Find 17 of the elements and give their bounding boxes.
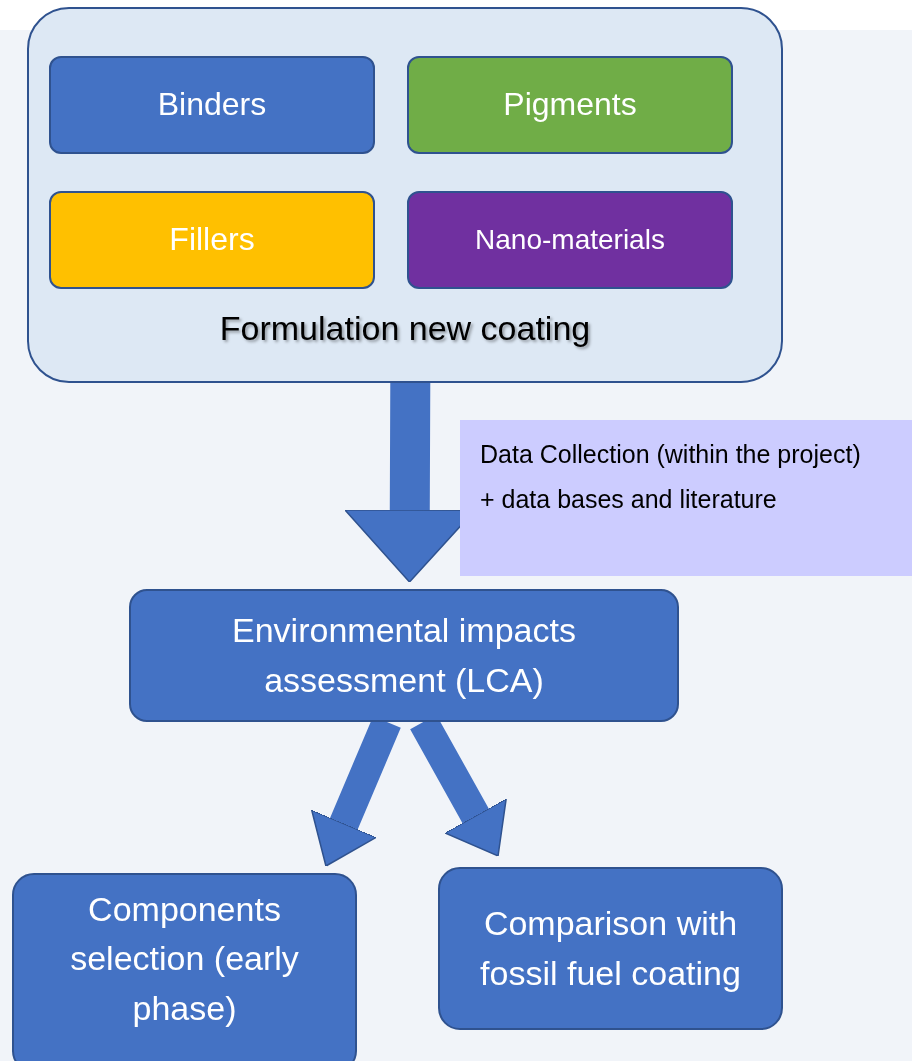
note-text: Data Collection (within the project) + data bases and literature xyxy=(460,420,912,576)
node-label: Pigments xyxy=(502,85,638,125)
result-box xyxy=(438,867,783,1030)
node-label: Binders xyxy=(156,85,268,125)
group-container xyxy=(27,7,783,383)
node-label: Comparison with fossil fuel coating xyxy=(479,903,742,994)
component-box xyxy=(407,56,733,154)
node-label: Fillers xyxy=(168,220,256,260)
group-title: Formulation new coating xyxy=(218,307,592,349)
component-box xyxy=(407,191,733,289)
result-box xyxy=(12,873,357,1061)
node-label: Nano-materials xyxy=(474,222,666,257)
component-box xyxy=(49,56,375,154)
component-box xyxy=(49,191,375,289)
process-box xyxy=(129,589,679,722)
node-label: Components selection (early phase) xyxy=(69,889,300,1029)
node-label: Environmental impacts assessment (LCA) xyxy=(231,610,577,701)
